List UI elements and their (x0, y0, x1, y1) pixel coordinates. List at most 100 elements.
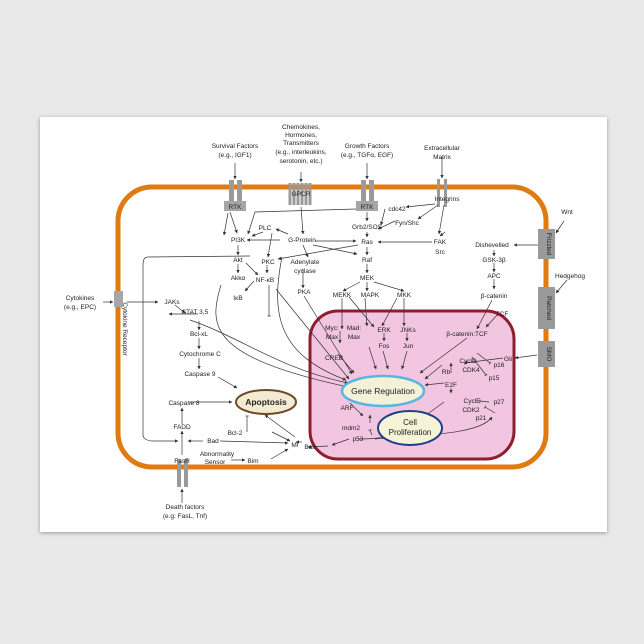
caspase9-node: Caspase 9 (184, 371, 215, 378)
max-node-2: Max (348, 334, 361, 341)
integrins-node: Integrins (435, 196, 461, 203)
cdc42-node: cdc42 (388, 206, 406, 213)
p16-node: p16 (494, 362, 505, 369)
jun-node: Jun (403, 343, 414, 350)
mekk-node: MEKK (333, 292, 352, 299)
plc-node: PLC (259, 225, 272, 232)
p15-node: p15 (489, 375, 500, 382)
receptor-frizzled (538, 229, 555, 259)
cytochrome-c-node: Cytochrome C (179, 351, 221, 358)
receptor-fasr (177, 459, 188, 487)
adenylate-cyclase-node-2: cyclase (294, 268, 316, 275)
grb2-sos-node: Grb2/SOS (352, 224, 383, 231)
mapk-node: MAPK (361, 292, 380, 299)
p21-node: p21 (476, 415, 487, 422)
rb-node: Rb (442, 369, 451, 376)
proliferation-label-line1: Cell (403, 418, 417, 427)
abnormality-sensor-node-1: Abnormality (200, 451, 235, 458)
p53-node: p53 (353, 436, 364, 443)
max-node-1: Max (326, 334, 339, 341)
fasr-label: FasR (174, 458, 190, 465)
fos-node: Fos (379, 343, 391, 350)
receptor-gpcr: GPCR (288, 183, 312, 205)
erk-node: ERK (377, 327, 391, 334)
creb-node: CREB (325, 355, 343, 362)
receptor-cytokine (114, 291, 123, 307)
pathway-arrows (103, 157, 568, 503)
cycld-node: CyclD (459, 358, 477, 365)
gene-regulation-node (340, 374, 426, 408)
b-catenin-tcf-node: β-catenin:TCF (446, 331, 487, 338)
wnt-label: Wnt (561, 209, 573, 216)
apc-node: APC (487, 273, 501, 280)
chemokines-label-1: Chemokines, (282, 124, 320, 131)
mek-node: MEK (360, 275, 375, 282)
receptor-rtk-2: RTK (356, 180, 378, 211)
receptor-smo (538, 341, 555, 367)
pi3k-node: PI3K (231, 237, 246, 244)
chemokines-label-5: serotonin, etc.) (280, 158, 323, 165)
receptor-integrins (437, 179, 447, 207)
extracellular-matrix-label-2: Matrix (433, 154, 451, 161)
signaling-pathway-diagram: RTK GPCR RTK Cytokine Receptor Frizzled … (64, 124, 585, 520)
fak-node: FAK (434, 239, 447, 246)
stat-node: STAT 3,5 (182, 309, 209, 316)
rtk-1-label: RTK (229, 204, 243, 211)
jnks-node: JNKs (400, 327, 416, 334)
frizzled-label: Frizzled (545, 233, 552, 256)
dishevelled-node: Dishevelled (475, 242, 509, 249)
mi-node: MI (291, 442, 298, 449)
growth-factors-label: Growth Factors (345, 143, 390, 150)
chemokines-label-3: Transmitters (283, 140, 320, 147)
proliferation-label-line2: Proliferation (389, 428, 432, 437)
fadd-node: FADD (173, 424, 191, 431)
ras-node: Ras (361, 239, 373, 246)
hedgehog-label: Hedgehog (555, 273, 585, 280)
fyn-shc-node: Fyn/Shc (395, 220, 420, 227)
cytokine-receptor-label: Cytokine Receptor (121, 302, 128, 356)
arf-node: ARF (341, 405, 354, 412)
smo-label: SMO (545, 347, 552, 362)
apoptosis-label: Apoptosis (245, 397, 287, 407)
pkc-node: PKC (261, 259, 275, 266)
survival-factors-example: (e.g., IGF1) (218, 152, 251, 159)
mdm2-node: mdm2 (342, 425, 360, 432)
gene-regulation-label: Gene Regulation (351, 386, 415, 396)
pka-node: PKA (297, 289, 311, 296)
tcf-node: TCF (496, 311, 509, 318)
myc-node: Myc: (325, 325, 339, 332)
gpcr-label: GPCR (292, 191, 311, 198)
mad-node: Mad: (347, 325, 362, 332)
bcl2-node: Bcl-2 (228, 430, 243, 437)
cytokines-label: Cytokines (66, 295, 95, 302)
akka-node: Akkα (231, 275, 246, 282)
bim-node: Bim (247, 458, 258, 465)
bax-node: Bax (304, 444, 316, 451)
death-factors-label: Death factors (166, 504, 205, 511)
gli-node: Gli (504, 356, 512, 363)
receptor-patched (538, 287, 555, 329)
b-catenin-node: β-catenin (481, 293, 508, 300)
raf-node: Raf (362, 257, 372, 264)
receptor-rtk-1: RTK (224, 180, 246, 211)
cdk2-node: CDK2 (462, 407, 480, 414)
chemokines-label-4: (e.g., interleukins, (275, 149, 326, 156)
survival-factors-label: Survival Factors (212, 143, 259, 150)
caspase8-node: Caspase 8 (168, 400, 199, 407)
e2f-node: E2F (445, 382, 457, 389)
mkk-node: MKK (397, 292, 412, 299)
patched-label: Patched (545, 296, 552, 320)
jaks-node: JAKs (164, 299, 180, 306)
cycle-node: CyclE (464, 398, 482, 405)
apoptosis-node (235, 389, 297, 415)
death-factors-example: (e.g: FasL, Tnf) (163, 513, 207, 520)
cytokines-example: (e.g., EPC) (64, 304, 96, 311)
bad-node: Bad (207, 438, 219, 445)
p27-node: p27 (494, 399, 505, 406)
poster: RTK GPCR RTK Cytokine Receptor Frizzled … (40, 117, 607, 532)
ikb-node: IκB (233, 295, 242, 302)
adenylate-cyclase-node-1: Adenylate (291, 259, 320, 266)
src-node: Src (435, 249, 446, 256)
bclxl-node: Bcl-xL (190, 331, 208, 338)
abnormality-sensor-node-2: Sensor (205, 459, 226, 466)
